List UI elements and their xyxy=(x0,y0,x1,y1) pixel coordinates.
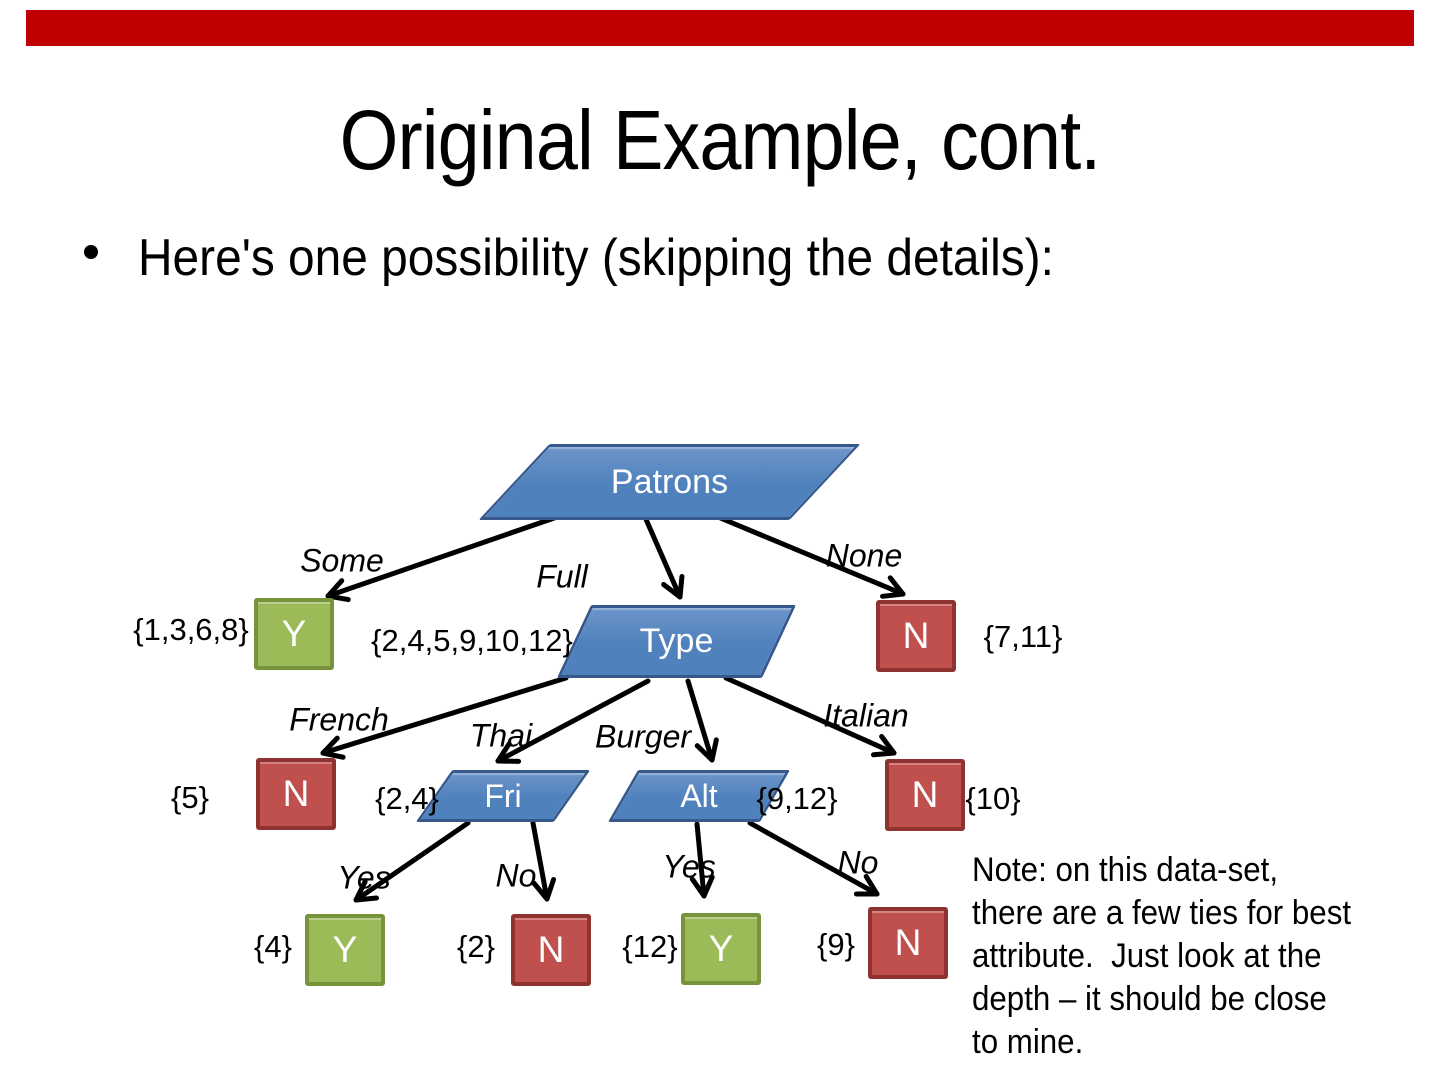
node-type-label: Type xyxy=(639,622,714,660)
branch-label-alt-no: No xyxy=(837,844,879,881)
branch-label-alt-yes: Yes xyxy=(662,848,716,885)
leaf-fri-yes-y: Y xyxy=(305,914,385,986)
branch-label-italian: Italian xyxy=(823,697,909,734)
set-label-some: {1,3,6,8} xyxy=(133,612,249,647)
branch-label-thai: Thai xyxy=(469,717,533,754)
set-label-fri-yes: {4} xyxy=(254,929,292,964)
node-fri-label: Fri xyxy=(484,777,522,814)
edge-type-burger xyxy=(685,678,719,763)
branch-label-some: Some xyxy=(300,542,384,579)
set-label-french: {5} xyxy=(171,780,209,815)
set-label-thai: {2,4} xyxy=(375,781,439,816)
set-label-burger: {9,12} xyxy=(756,781,838,816)
note-text: Note: on this data-set, there are a few … xyxy=(972,851,1352,1061)
top-accent-bar xyxy=(26,10,1414,46)
node-patrons-label: Patrons xyxy=(610,462,729,501)
leaf-italian-n: N xyxy=(885,759,965,831)
leaf-some-y: Y xyxy=(254,598,334,670)
node-alt-label: Alt xyxy=(680,777,718,814)
branch-label-full: Full xyxy=(536,558,588,595)
branch-label-french: French xyxy=(289,701,389,738)
branch-label-fri-no: No xyxy=(495,857,537,894)
bullet-icon xyxy=(84,245,98,259)
node-fri: Fri xyxy=(415,770,591,822)
set-label-full: {2,4,5,9,10,12} xyxy=(371,623,573,658)
node-type: Type xyxy=(556,605,797,678)
branch-label-none: None xyxy=(825,537,903,574)
node-patrons: Patrons xyxy=(478,444,861,520)
set-label-italian: {10} xyxy=(965,781,1021,816)
branch-label-burger: Burger xyxy=(594,718,692,755)
slide-title: Original Example, cont. xyxy=(339,93,1102,187)
set-label-none: {7,11} xyxy=(983,619,1063,654)
leaf-none-n: N xyxy=(876,600,956,672)
edge-patrons-full xyxy=(642,514,685,600)
leaf-fri-no-n: N xyxy=(511,914,591,986)
node-alt: Alt xyxy=(607,770,791,822)
leaf-alt-yes-y: Y xyxy=(681,913,761,985)
leaf-french-n: N xyxy=(256,758,336,830)
branch-label-fri-yes: Yes xyxy=(337,859,391,896)
set-label-alt-no: {9} xyxy=(817,927,855,962)
leaf-alt-no-n: N xyxy=(868,907,948,979)
set-label-alt-yes: {12} xyxy=(622,929,678,964)
set-label-fri-no: {2} xyxy=(457,929,495,964)
bullet-text: Here's one possibility (skipping the det… xyxy=(138,229,1054,287)
